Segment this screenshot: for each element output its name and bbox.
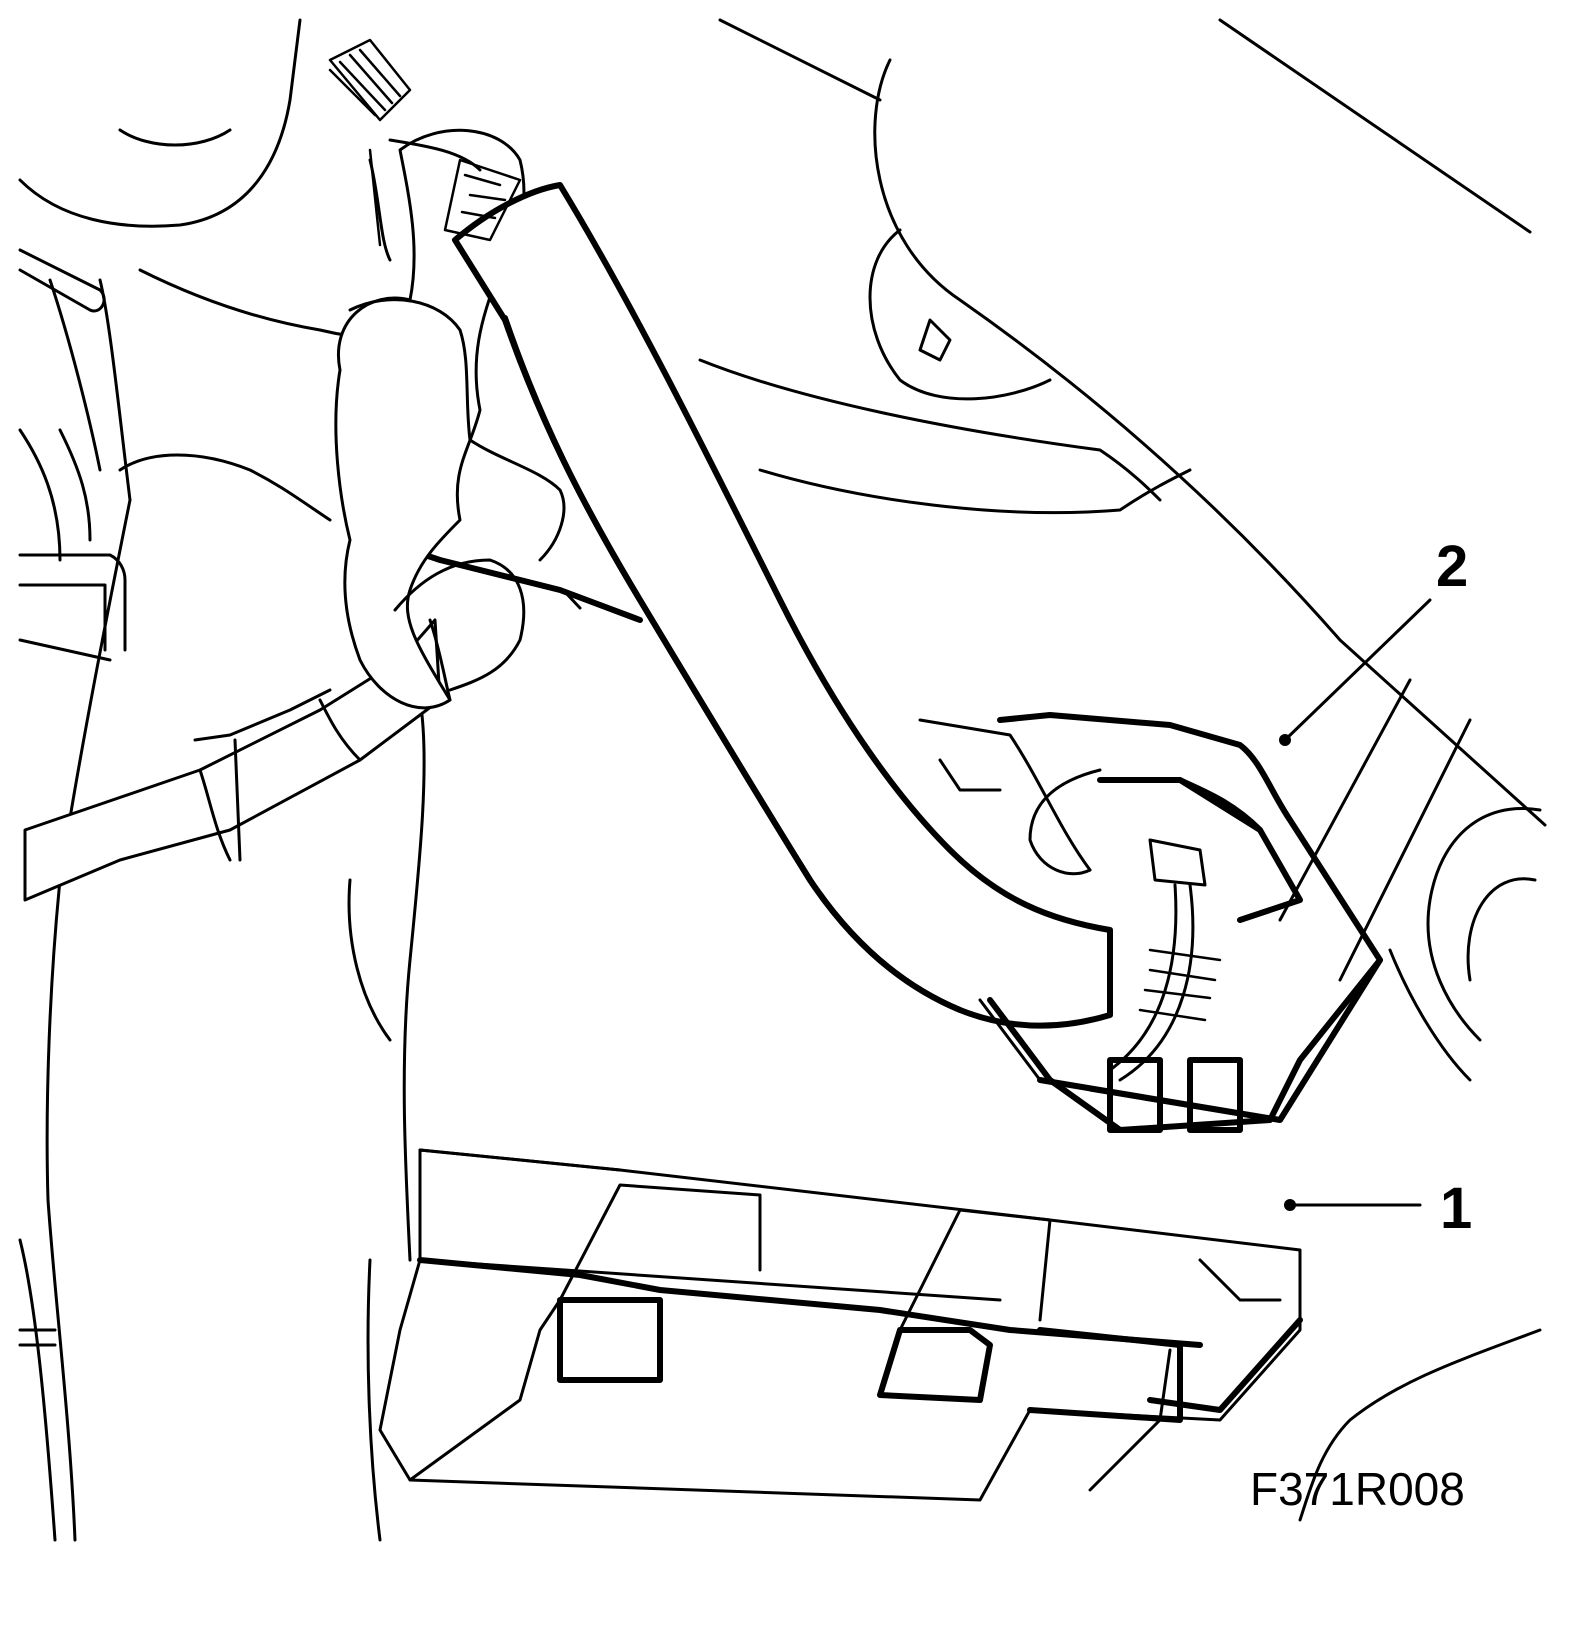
leader-line-2 — [1283, 598, 1432, 742]
background-upper-surfaces — [698, 18, 1547, 1522]
hose — [328, 38, 1113, 1029]
callout-label-1: 1 — [1440, 1176, 1472, 1241]
leader-dot-2 — [1279, 734, 1291, 746]
valve-component — [918, 712, 1383, 1133]
sleeve-cuff — [23, 618, 442, 902]
leader-dot-1 — [1284, 1199, 1296, 1211]
left-structure — [18, 18, 302, 1542]
bracket-component — [378, 1148, 1303, 1502]
figure-code: F371R008 — [1250, 1463, 1465, 1515]
callout-label-2: 2 — [1436, 534, 1468, 599]
callout-leaders — [1279, 598, 1432, 1211]
